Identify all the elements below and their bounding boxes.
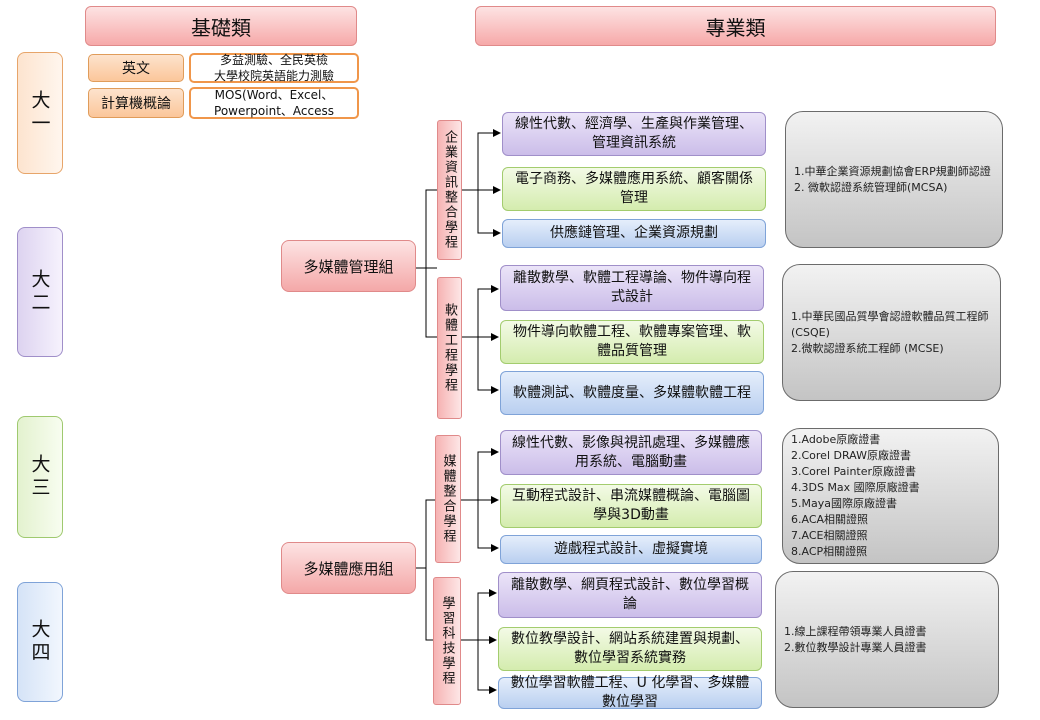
connector-line [416,499,435,569]
arrow-line [477,337,499,394]
course-box: 物件導向軟體工程、軟體專案管理、軟體品質管理 [500,320,764,364]
cert-item: 2. 微軟認證系統管理師(MCSA) [794,180,948,194]
course-box: 供應鏈管理、企業資源規劃 [502,219,766,248]
course-box: 軟體測試、軟體度量、多媒體軟體工程 [500,371,764,415]
basic-header: 基礎類 [85,6,357,46]
cert-item: 1.線上課程帶領專業人員證書 [784,624,927,638]
cert-item: 7.ACE相關證照 [791,529,868,542]
year-1: 大一 [17,52,63,174]
professional-header: 專業類 [475,6,996,46]
program-learning-tech: 學習科技學程 [433,577,461,705]
group-multimedia-management: 多媒體管理組 [281,240,416,292]
cert-box-4: 1.線上課程帶領專業人員證書 2.數位教學設計專業人員證書 [775,571,999,708]
cert-box-2: 1.中華民國品質學會認證軟體品質工程師(CSQE) 2.微軟認證系統工程師 (M… [782,264,1001,401]
cert-item: 3.Corel Painter原廠證書 [791,465,917,478]
arrow-line [461,448,499,501]
course-box: 遊戲程式設計、虛擬實境 [500,535,762,564]
basic-computer: 計算機概論 [88,88,184,118]
cert-box-3: 1.Adobe原廠證書 2.Corel DRAW原廠證書 3.Corel Pai… [782,428,999,564]
course-box: 電子商務、多媒體應用系統、顧客關係管理 [502,167,766,211]
cert-item: 2.數位教學設計專業人員證書 [784,640,927,654]
cert-item: 8.ACP相關證照 [791,545,868,558]
arrow-line [477,640,497,694]
cert-item: 5.Maya國際原廠證書 [791,497,897,510]
cert-box-1: 1.中華企業資源規劃協會ERP規劃師認證 2. 微軟認證系統管理師(MCSA) [785,111,1003,248]
course-box: 線性代數、影像與視訊處理、多媒體應用系統、電腦動畫 [500,430,762,475]
program-software-eng: 軟體工程學程 [437,277,462,419]
course-box: 數位教學設計、網站系統建置與規劃、數位學習系統實務 [498,627,762,671]
basic-english: 英文 [88,54,184,82]
arrow-line [477,500,499,552]
year-3: 大三 [17,416,63,538]
course-box: 離散數學、軟體工程導論、物件導向程式設計 [500,265,764,311]
cert-item: 2.Corel DRAW原廠證書 [791,449,911,462]
cert-item: 1.中華企業資源規劃協會ERP規劃師認證 [794,164,991,178]
program-enterprise-info: 企業資訊整合學程 [437,120,462,260]
connector-line [416,189,437,269]
arrow-line [461,589,497,641]
arrow-line [477,190,501,237]
basic-english-detail: 多益測驗、全民英檢 大學校院英語能力測驗 [189,53,359,83]
arrow-line [462,285,499,338]
arrow-line [462,129,501,191]
program-media-integration: 媒體整合學程 [435,435,461,563]
cert-item: 1.中華民國品質學會認證軟體品質工程師(CSQE) [791,309,989,339]
course-box: 離散數學、網頁程式設計、數位學習概論 [498,572,762,618]
cert-item: 1.Adobe原廠證書 [791,433,881,446]
group-multimedia-application: 多媒體應用組 [281,542,416,594]
cert-item: 4.3DS Max 國際原廠證書 [791,481,920,494]
year-2: 大二 [17,227,63,357]
course-box: 互動程式設計、串流媒體概論、電腦圖學與3D動畫 [500,484,762,528]
cert-item: 2.微軟認證系統工程師 (MCSE) [791,341,944,355]
course-box: 數位學習軟體工程、U 化學習、多媒體數位學習 [498,675,762,710]
connector-line [425,268,437,338]
basic-computer-detail: MOS(Word、Excel、 Powerpoint、Access [189,87,359,119]
connector-line [425,568,433,641]
course-box: 線性代數、經濟學、生產與作業管理、管理資訊系統 [502,112,766,156]
cert-item: 6.ACA相關證照 [791,513,869,526]
year-4: 大四 [17,582,63,702]
